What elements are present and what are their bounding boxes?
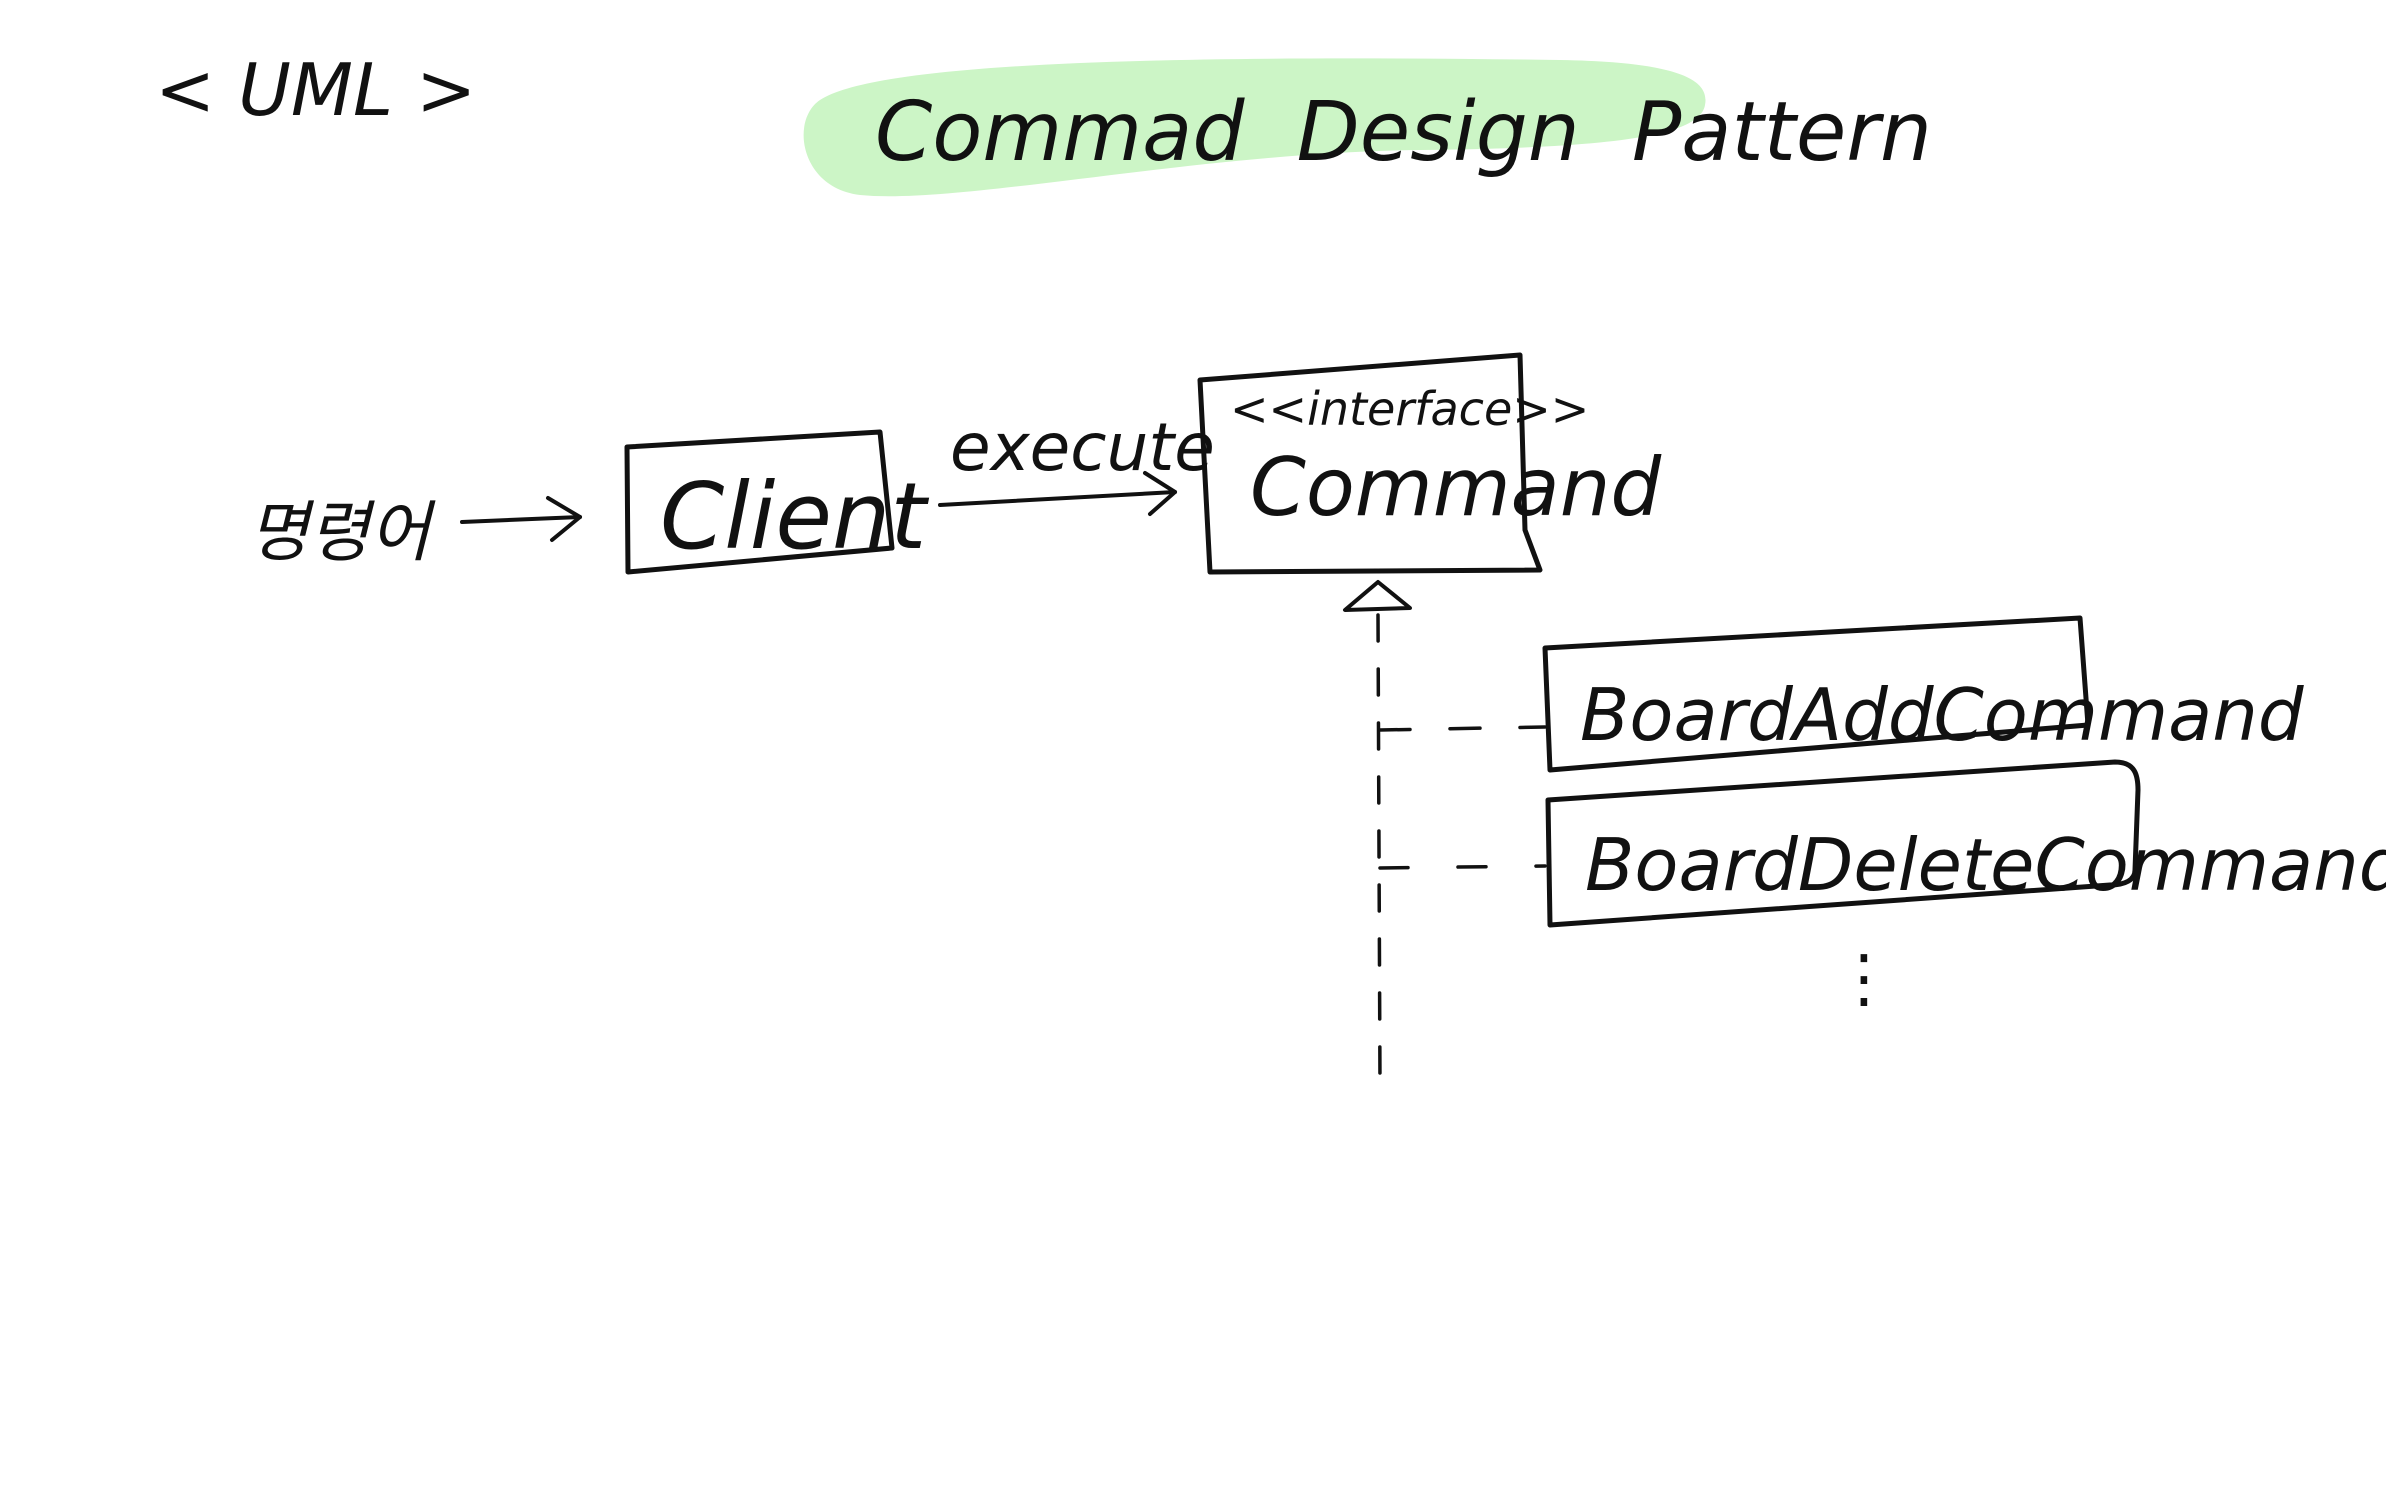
more-implementations-ellipsis: ⋮	[1832, 942, 1896, 1016]
execute-arrow	[938, 471, 1177, 516]
realization-arrowhead	[1343, 580, 1412, 612]
interface-name: Command	[1250, 441, 1662, 534]
connector-board-delete	[1378, 864, 1547, 870]
client-label: Client	[660, 463, 929, 570]
uml-corner-label: < UML >	[155, 48, 476, 132]
input-arrow	[460, 496, 582, 542]
command-interface-box	[1197, 352, 1543, 575]
client-box	[624, 429, 895, 575]
interface-stereotype: <<interface>>	[1230, 382, 1589, 436]
title-highlight	[803, 58, 1706, 197]
board-delete-command-label: BoardDeleteCommand	[1585, 823, 2386, 907]
input-label: 명령어	[248, 494, 436, 571]
execute-label: execute	[950, 409, 1215, 486]
board-add-command-label: BoardAddCommand	[1580, 673, 2305, 757]
diagram-title: Commad Design Pattern	[875, 85, 1932, 180]
connector-board-add	[1378, 725, 1547, 732]
board-add-command-box	[1542, 615, 2091, 773]
board-delete-command-box	[1545, 759, 2141, 928]
realization-dashed-line	[1376, 613, 1382, 1087]
